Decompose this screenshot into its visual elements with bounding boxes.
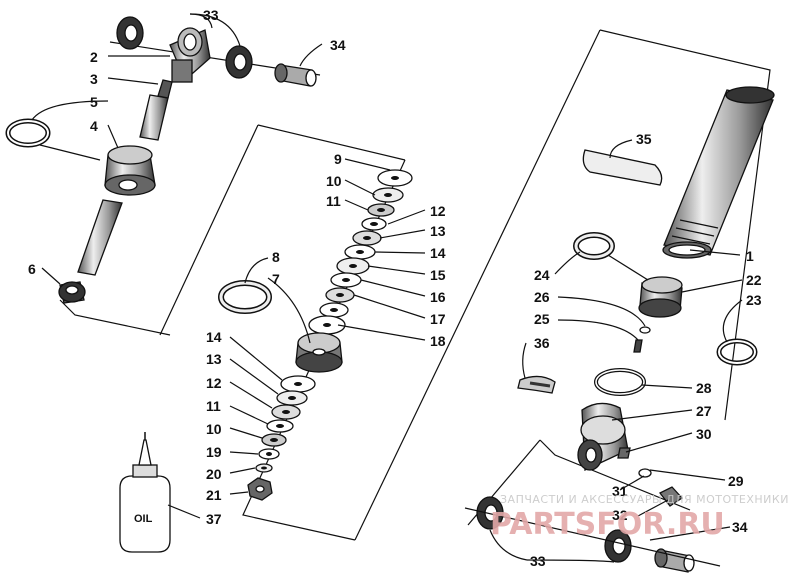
callout-28: 28: [696, 380, 712, 396]
callout-21: 21: [206, 487, 222, 503]
callout-34-bottom: 34: [732, 519, 748, 535]
callout-26: 26: [534, 289, 550, 305]
oil-bottle-label: OIL: [134, 513, 153, 525]
screw-31: [638, 468, 652, 478]
valve-core-25: [633, 339, 643, 353]
shaft: [77, 199, 123, 276]
watermark-logo: PARTSFOR.RU: [490, 507, 725, 542]
callout-14-lower: 14: [206, 329, 222, 345]
callout-labels: 33 2 34 3 5 4 6 9 10 11 12 13 14 15 16 1…: [28, 7, 762, 569]
nut-21: [247, 477, 273, 501]
callout-2: 2: [90, 49, 98, 65]
callout-25: 25: [534, 311, 550, 327]
callout-10-upper: 10: [326, 173, 342, 189]
reservoir-eyelet-27: [577, 402, 629, 471]
callout-13-lower: 13: [206, 351, 222, 367]
eyelet-2: [169, 27, 211, 83]
callout-29: 29: [728, 473, 744, 489]
callout-19: 19: [206, 444, 222, 460]
bushing-33-top-left: [116, 16, 144, 50]
decal-36: [517, 375, 556, 394]
bushing-33-bottom-left: [476, 496, 504, 530]
callout-23: 23: [746, 292, 762, 308]
leader-lines: [31, 13, 743, 563]
callout-24: 24: [534, 267, 550, 283]
right-assembly-group: [464, 29, 775, 573]
valve-piston-7: [295, 332, 343, 373]
callout-35: 35: [636, 131, 652, 147]
callout-31: 31: [612, 483, 628, 499]
shim-stack-upper: [308, 169, 413, 335]
callout-30: 30: [696, 426, 712, 442]
callout-37: 37: [206, 511, 222, 527]
oil-bottle-37: OIL: [119, 432, 171, 553]
bushing-6: [58, 281, 86, 304]
callout-34-top: 34: [330, 37, 346, 53]
callout-9: 9: [334, 151, 342, 167]
callout-7: 7: [272, 271, 280, 287]
callout-15: 15: [430, 267, 446, 283]
callout-12-upper: 12: [430, 203, 446, 219]
callout-33-bottom: 33: [530, 553, 546, 569]
fitting-32: [659, 486, 683, 507]
callout-16: 16: [430, 289, 446, 305]
callout-5: 5: [90, 94, 98, 110]
callout-27: 27: [696, 403, 712, 419]
callout-6: 6: [28, 261, 36, 277]
shock-body-1: [662, 86, 775, 259]
end-cap-22: [638, 276, 683, 318]
o-ring-28: [594, 368, 646, 396]
callout-20: 20: [206, 466, 222, 482]
shim-stack-lower: [255, 375, 316, 473]
callout-36: 36: [534, 335, 550, 351]
callout-18: 18: [430, 333, 446, 349]
piston-4: [104, 145, 156, 196]
callout-11-upper: 11: [326, 193, 341, 209]
decal-35: [582, 149, 663, 186]
watermark-caption: ЗАПЧАСТИ И АКСЕССУАРЫ ДЛЯ МОТОТЕХНИКИ: [500, 493, 789, 506]
callout-4: 4: [90, 118, 98, 134]
sleeve-34-top: [274, 63, 317, 87]
callout-13-upper: 13: [430, 223, 446, 239]
callout-22: 22: [746, 272, 762, 288]
piston-ring-8: [218, 280, 272, 314]
threaded-rod-3: [139, 79, 173, 141]
ring-24: [573, 232, 615, 260]
o-ring-26: [639, 326, 651, 334]
callout-1: 1: [746, 248, 754, 264]
callout-17: 17: [430, 311, 446, 327]
callout-14-upper: 14: [430, 245, 446, 261]
bushing-33-top-right: [225, 45, 253, 79]
left-assembly-group: [5, 16, 321, 336]
callout-32: 32: [612, 507, 628, 523]
callout-10-lower: 10: [206, 421, 222, 437]
pin-30: [617, 447, 631, 459]
callout-12-lower: 12: [206, 375, 222, 391]
callout-11-lower: 11: [206, 398, 221, 414]
valve-stack-group: [159, 29, 601, 541]
callout-3: 3: [90, 71, 98, 87]
callout-8: 8: [272, 249, 280, 265]
watermark: ЗАПЧАСТИ И АКСЕССУАРЫ ДЛЯ МОТОТЕХНИКИ PA…: [490, 493, 789, 542]
o-ring-5: [5, 118, 51, 148]
callout-33-top: 33: [203, 7, 219, 23]
o-ring-23: [716, 338, 758, 366]
